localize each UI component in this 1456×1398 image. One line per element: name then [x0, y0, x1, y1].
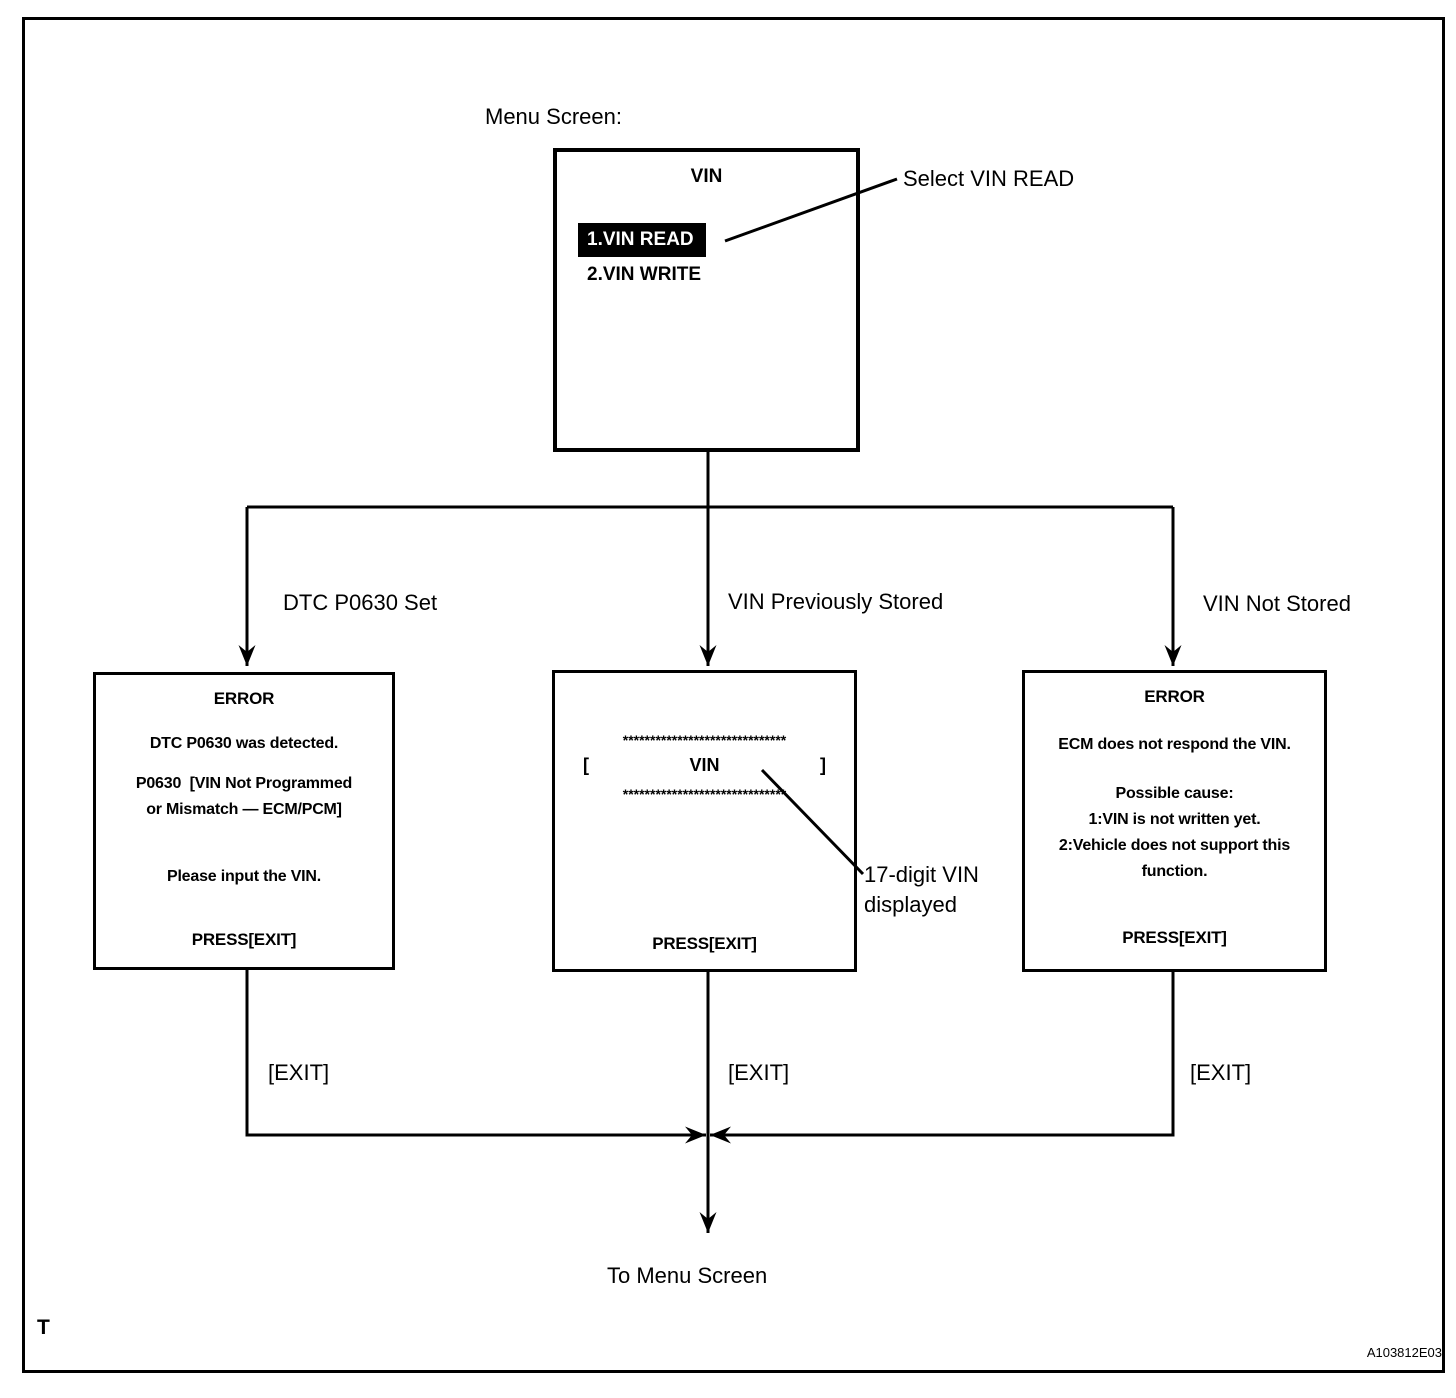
to-menu-screen-label: To Menu Screen	[607, 1263, 768, 1288]
branch-label-vin-previously-stored: VIN Previously Stored	[728, 589, 944, 614]
press-exit-label: PRESS[EXIT]	[652, 934, 757, 953]
menu-screen-title: VIN	[690, 166, 723, 187]
vin-bracket-row: [ VIN ]	[583, 755, 826, 776]
bracket-close: ]	[819, 755, 826, 775]
corner-letter: T	[37, 1316, 50, 1339]
menu-item-vin-read-label: 1.VIN READ	[587, 229, 694, 250]
bracket-open: [	[583, 755, 589, 775]
exit-label-right: [EXIT]	[1190, 1060, 1252, 1085]
exit-label-left: [EXIT]	[268, 1060, 330, 1085]
select-vin-read-annotation: Select VIN READ	[903, 166, 1075, 191]
asterisk-row-bottom: ******************************	[622, 786, 787, 802]
press-exit-label: PRESS[EXIT]	[1122, 928, 1227, 947]
error-line-p0630-description: P0630 [VIN Not Programmed or Mismatch — …	[135, 775, 353, 818]
error-screen-dtc-p0630: ERROR DTC P0630 was detected. P0630 [VIN…	[93, 672, 395, 970]
error-screen-no-response: ERROR ECM does not respond the VIN. Poss…	[1022, 670, 1327, 972]
error-line-detected: DTC P0630 was detected.	[149, 735, 339, 752]
menu-item-vin-write: 2.VIN WRITE	[587, 264, 702, 285]
menu-screen-box: VIN 1.VIN READ 2.VIN WRITE	[553, 148, 860, 452]
branch-label-dtc-p0630-set: DTC P0630 Set	[283, 590, 438, 615]
error-title: ERROR	[1144, 687, 1205, 706]
branch-label-vin-not-stored: VIN Not Stored	[1203, 591, 1351, 616]
menu-screen-label: Menu Screen:	[485, 104, 622, 129]
error-title: ERROR	[213, 689, 275, 708]
outer-frame	[22, 17, 1445, 1373]
menu-item-vin-read: 1.VIN READ	[578, 223, 706, 257]
figure-id: A103812E03	[1366, 1345, 1442, 1360]
error-line-input-vin: Please input the VIN.	[166, 868, 322, 885]
vin-17-digit-annotation: 17-digit VIN displayed	[864, 862, 979, 917]
exit-label-middle: [EXIT]	[728, 1060, 790, 1085]
error-possible-cause: Possible cause: 1:VIN is not written yet…	[1058, 785, 1291, 880]
vin-field-label: VIN	[689, 755, 720, 775]
error-line-no-respond: ECM does not respond the VIN.	[1058, 736, 1291, 753]
asterisk-row-top: ******************************	[622, 732, 787, 748]
vin-display-screen: ****************************** [ VIN ] *…	[552, 670, 857, 972]
press-exit-label: PRESS[EXIT]	[191, 930, 297, 949]
